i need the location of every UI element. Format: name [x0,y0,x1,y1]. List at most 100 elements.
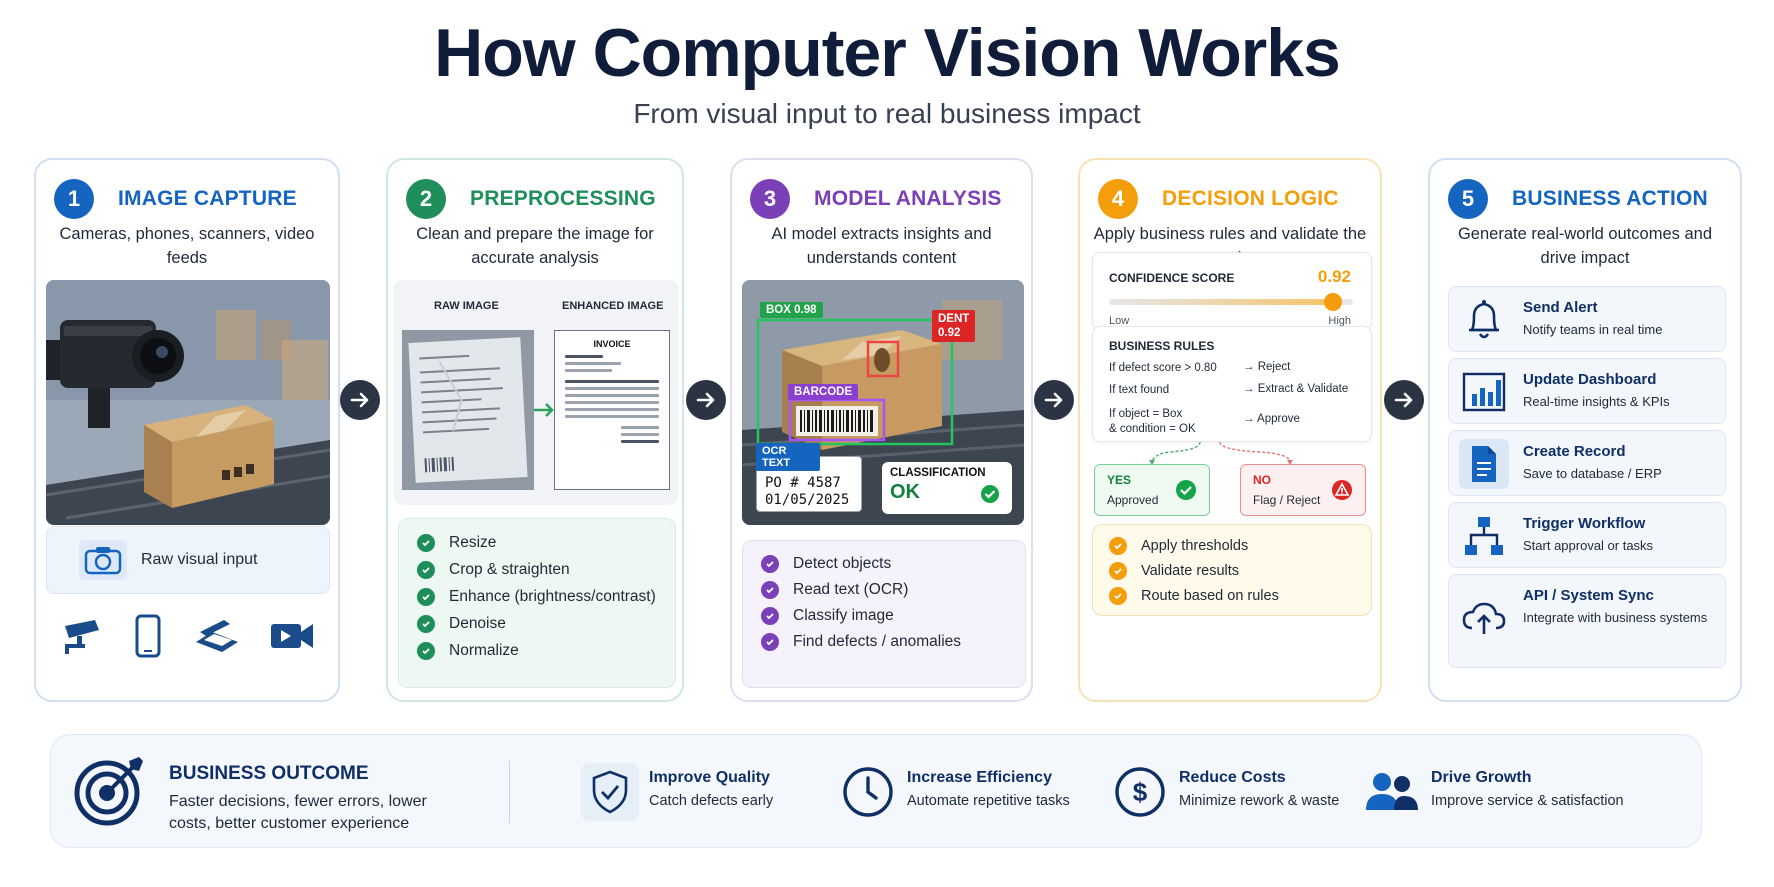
bar-chart-icon [1459,367,1509,417]
confidence-high-label: High [1328,315,1351,327]
flow-arrow-icon [686,380,726,420]
barcode-detection-tag: BARCODE [788,384,859,400]
step-number-badge: 3 [750,179,790,219]
preprocessing-steps-list: Resize Crop & straighten Enhance (bright… [398,518,676,688]
rule-condition: If defect score > 0.80 [1109,362,1217,374]
list-item: Apply thresholds [1109,533,1355,558]
check-icon [417,614,435,633]
step-number-badge: 1 [54,179,94,219]
action-trigger-workflow: Trigger Workflow Start approval or tasks [1448,502,1726,568]
preprocessing-comparison: RAW IMAGE ENHANCED IMAGE [394,280,678,505]
check-icon [1109,561,1127,580]
list-item: Route based on rules [1109,583,1355,608]
business-rules-panel: BUSINESS RULES If defect score > 0.80 → … [1092,326,1372,442]
check-icon [417,560,435,579]
enhance-arrow-icon [534,403,554,417]
raw-image-label: RAW IMAGE [434,300,499,312]
decision-branch-connector [1149,442,1293,465]
people-icon [1363,763,1421,821]
rule-condition: If object = Box & condition = OK [1109,408,1196,435]
camera-capture-photo [46,280,330,525]
confidence-value: 0.92 [1317,267,1351,286]
step-card-image-capture: 1 IMAGE CAPTURE Cameras, phones, scanner… [34,158,340,702]
confidence-low-label: Low [1109,315,1130,327]
ocr-line: PO # 4587 [765,475,841,491]
list-item: Validate results [1109,558,1355,583]
capture-source-icons [46,608,330,668]
invoice-label: INVOICE [593,339,631,349]
scanner-icon [192,616,240,661]
check-icon [417,587,435,606]
step-card-decision-logic: 4 DECISION LOGIC Apply business rules an… [1078,158,1382,702]
check-circle-icon [1175,479,1197,506]
classification-result-box: CLASSIFICATION OK [882,462,1012,514]
action-api-sync: API / System Sync Integrate with busines… [1448,574,1726,668]
camera-icon [79,540,127,580]
list-item: Resize [417,529,657,556]
step-description: Clean and prepare the image for accurate… [416,225,654,267]
confidence-bar [1109,299,1353,305]
step-title: PREPROCESSING [470,187,656,210]
step-description: AI model extracts insights and understan… [771,225,992,267]
shield-check-icon [581,763,639,821]
step-number-badge: 5 [1448,179,1488,219]
raw-document-image [402,330,534,490]
check-icon [1109,586,1127,605]
enhanced-document-image: INVOICE [554,330,670,490]
confidence-slider-knob [1324,293,1343,311]
outcome-divider [509,761,510,823]
step-number-badge: 2 [406,179,446,219]
rule-action: → Reject [1243,361,1291,373]
confidence-score-panel: CONFIDENCE SCORE 0.92 Low High [1092,252,1372,330]
classification-value: OK [890,481,920,503]
list-item: Enhance (brightness/contrast) [417,583,657,610]
business-outcome-band: BUSINESS OUTCOME Faster decisions, fewer… [50,734,1702,848]
page-subtitle: From visual input to real business impac… [633,98,1141,129]
check-icon [761,607,779,625]
check-icon [761,555,779,573]
outcome-title: BUSINESS OUTCOME [169,763,369,784]
reject-branch: NO Flag / Reject [1240,464,1366,516]
check-icon [417,533,435,552]
yes-sublabel: Approved [1107,493,1159,507]
raw-input-label: Raw visual input [141,551,258,568]
page-title: How Computer Vision Works [434,15,1341,91]
ocr-label: OCR TEXT [756,443,820,471]
approved-branch: YES Approved [1094,464,1210,516]
rule-condition: If text found [1109,384,1170,396]
list-item: Read text (OCR) [761,577,1007,603]
outcome-description: Faster decisions, fewer errors, lower co… [169,793,427,832]
cctv-icon [61,616,105,661]
check-icon [1109,536,1127,555]
list-item: Normalize [417,637,657,664]
yes-label: YES [1107,473,1132,487]
confidence-label: CONFIDENCE SCORE [1109,271,1235,285]
check-icon [761,633,779,651]
rule-action: → Approve [1243,413,1300,425]
action-create-record: Create Record Save to database / ERP [1448,430,1726,496]
step-title: MODEL ANALYSIS [814,187,1002,210]
workflow-icon [1459,511,1509,561]
list-item: Detect objects [761,551,1007,577]
classification-label: CLASSIFICATION [890,467,986,479]
phone-icon [134,614,162,663]
bell-icon [1459,295,1509,345]
step-number-badge: 4 [1098,179,1138,219]
list-item: Classify image [761,603,1007,629]
check-circle-icon [980,484,1000,509]
ocr-result-box: OCR TEXT PO # 4587 01/05/2025 [756,443,862,512]
step-title: BUSINESS ACTION [1512,187,1708,210]
warning-icon [1331,479,1353,506]
analysis-tasks-list: Detect objects Read text (OCR) Classify … [742,540,1026,688]
clock-icon [839,763,897,821]
action-update-dashboard: Update Dashboard Real-time insights & KP… [1448,358,1726,424]
box-detection-tag: BOX 0.98 [760,302,823,318]
step-description: Cameras, phones, scanners, video feeds [59,225,315,267]
video-camera-icon [269,620,315,657]
dollar-icon: $ [1111,763,1169,821]
document-icon [1459,439,1509,489]
check-icon [417,641,435,660]
no-label: NO [1253,473,1271,487]
step-card-business-action: 5 BUSINESS ACTION Generate real-world ou… [1428,158,1742,702]
